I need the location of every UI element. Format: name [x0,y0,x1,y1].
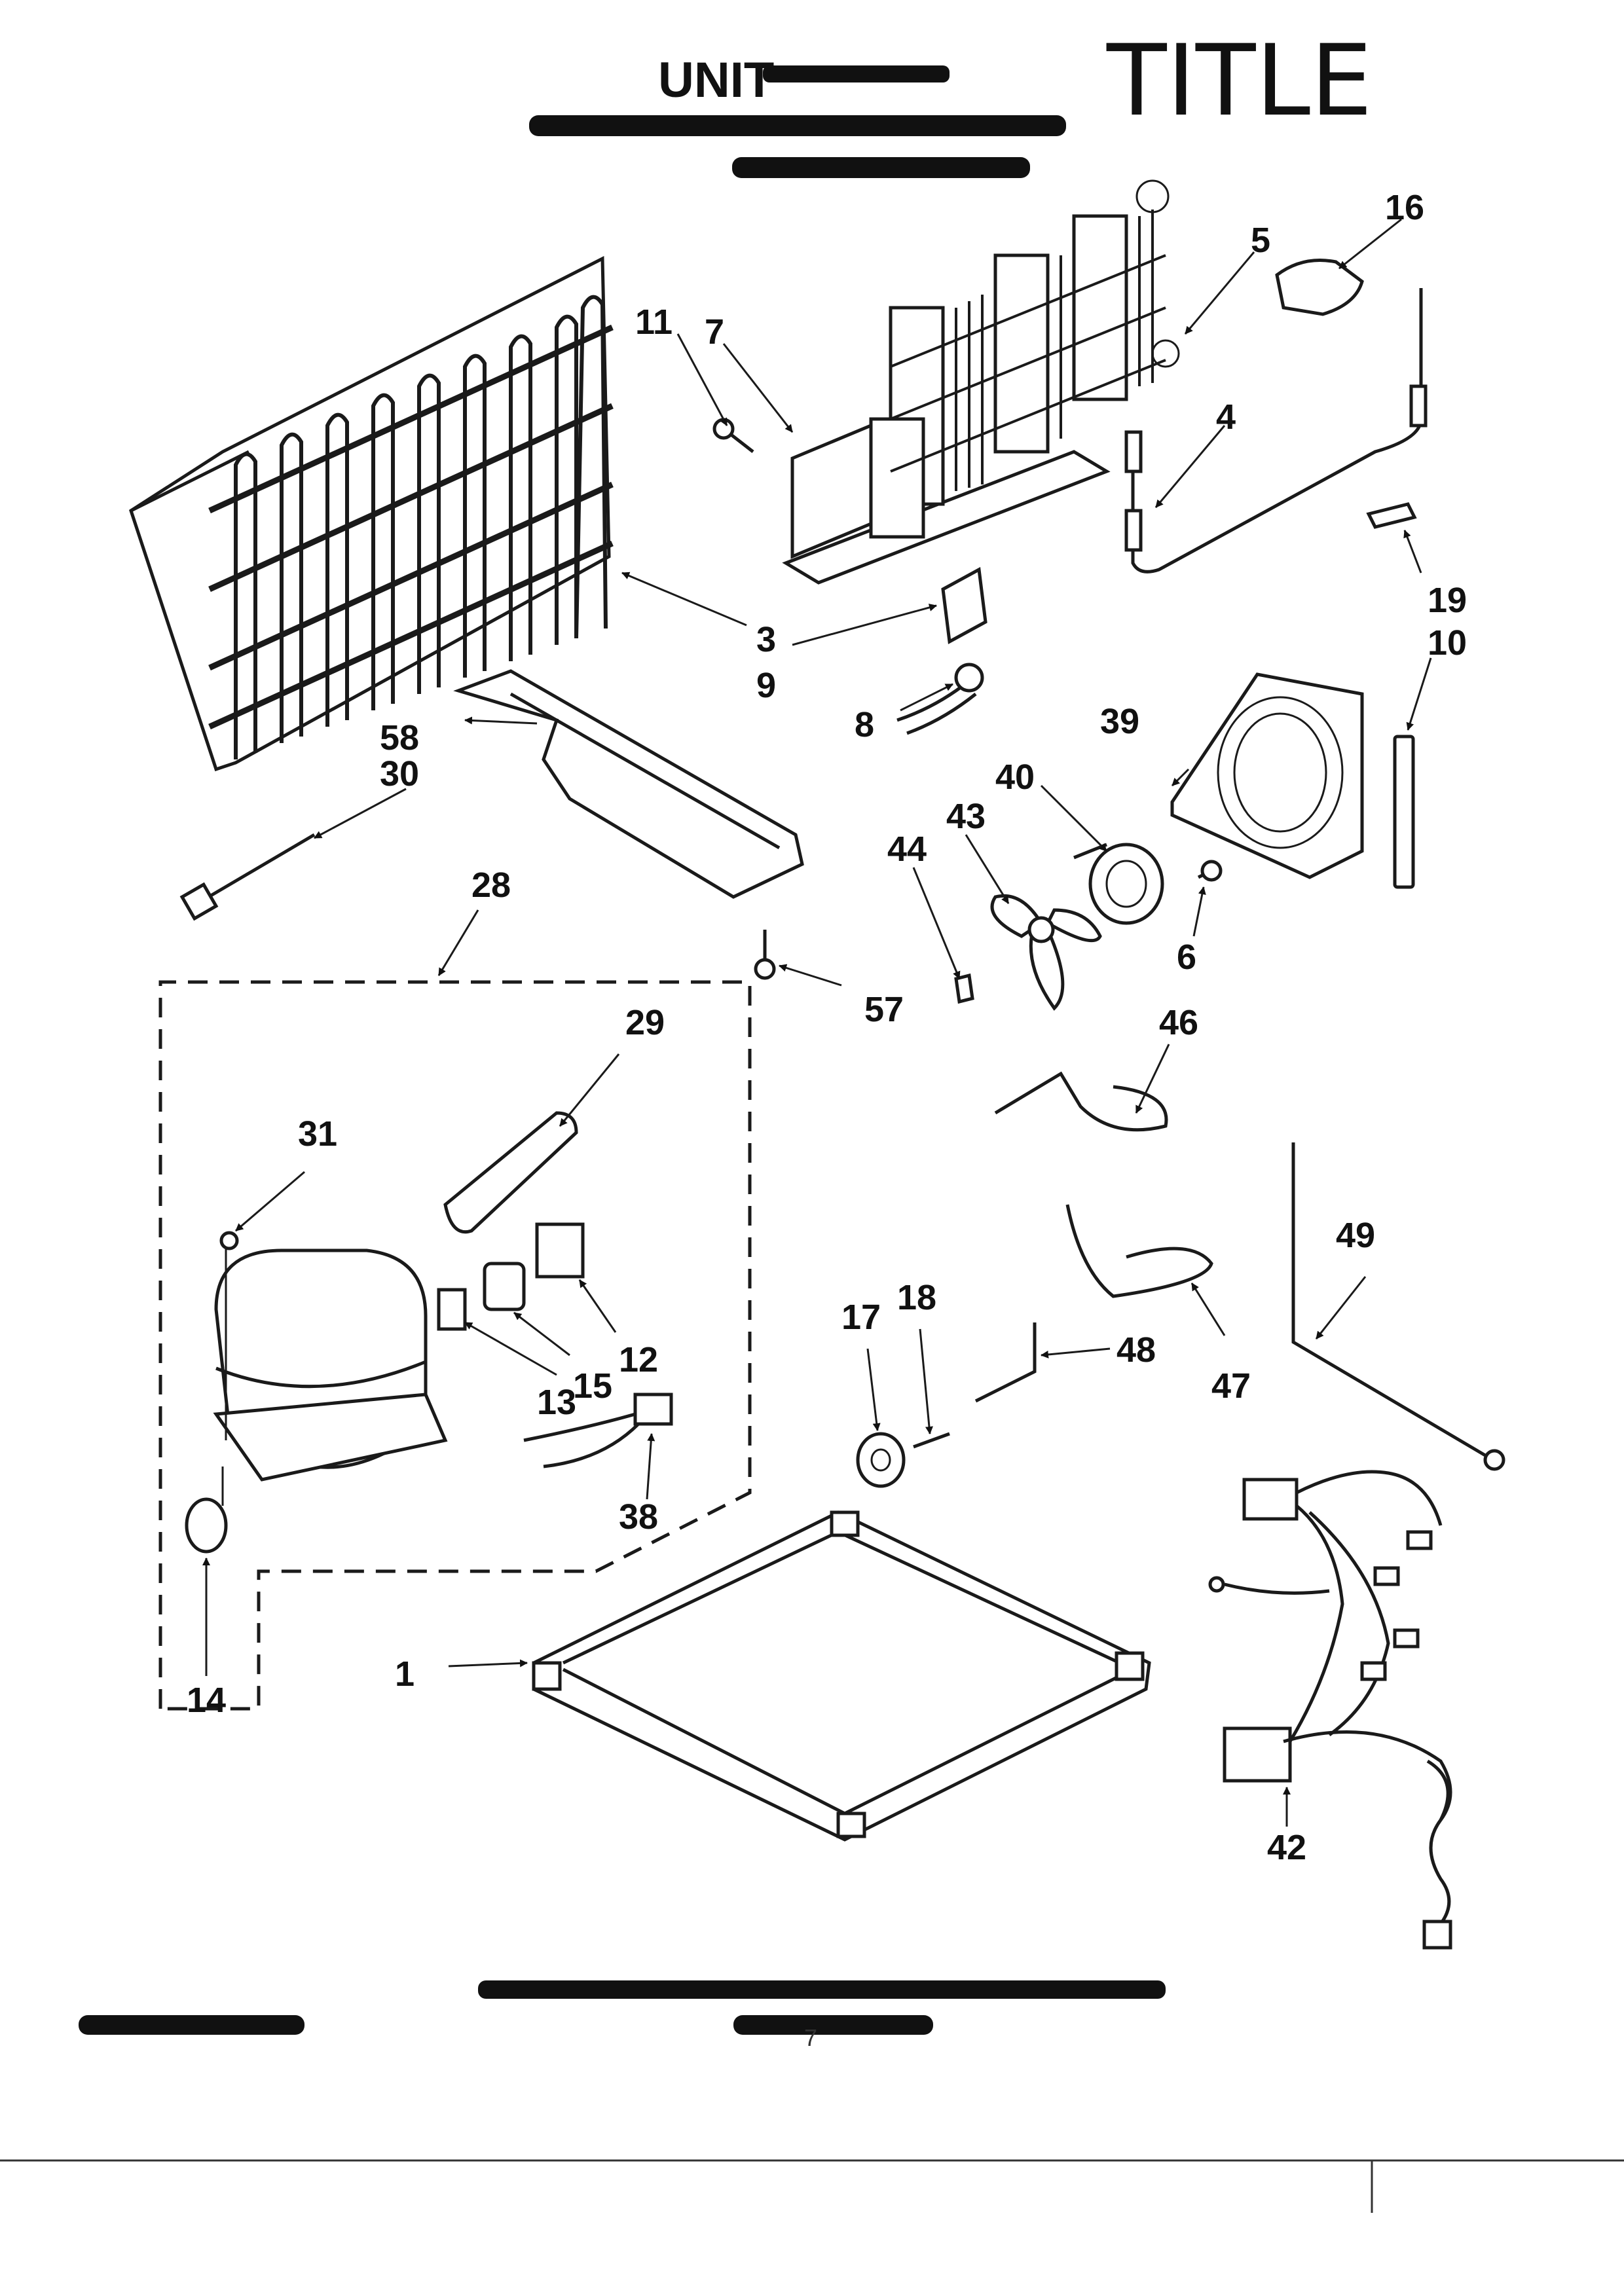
tube-48 [974,1322,1037,1403]
part-label-43: 43 [946,797,986,836]
bracket-9 [941,567,987,644]
drier-29 [443,1111,578,1233]
part-label-19: 19 [1428,581,1467,620]
part-label-40: 40 [995,757,1035,797]
tube-47 [1065,1204,1213,1298]
page-mark: 7 [804,2024,817,2051]
part-label-14: 14 [187,1681,226,1720]
thermostat-8 [896,663,984,735]
evaporator-assembly [782,179,1180,585]
part-label-39: 39 [1100,702,1139,741]
redacted-model-numbers [529,115,1066,178]
part-label-11: 11 [635,302,673,342]
part-label-47: 47 [1211,1366,1251,1406]
part-label-46: 46 [1159,1003,1198,1042]
part-label-29: 29 [625,1003,665,1042]
part-label-4: 4 [1216,397,1236,437]
cable-tie-30 [179,833,316,921]
overload-wire-38 [523,1393,673,1468]
part-label-12: 12 [619,1340,658,1379]
part-labels: 1 3 4 5 6 7 8 9 10 11 12 13 14 15 16 17 … [187,188,1467,1867]
part-label-38: 38 [619,1497,658,1537]
grommet-14 [185,1497,228,1554]
screw-57 [754,930,776,980]
fan-blade-43 [990,894,1102,1011]
part-label-58: 58 [380,718,419,757]
part-label-8: 8 [855,705,874,744]
drain-trough [453,669,804,899]
part-label-31: 31 [298,1114,337,1154]
part-label-48: 48 [1116,1330,1156,1370]
part-label-30: 30 [380,754,419,793]
condenser-coil [129,255,614,772]
base-tray-1 [532,1510,1151,1842]
page-title: UNIT [658,52,774,108]
part-label-5: 5 [1251,221,1270,260]
part-label-6: 6 [1177,938,1196,977]
part-label-44: 44 [887,829,927,869]
part-label-15: 15 [573,1366,612,1406]
thermistor-lead-4 [1124,288,1428,574]
gasket-10 [1393,735,1415,889]
part-label-42: 42 [1267,1828,1306,1867]
relay-13-15-12 [437,1222,585,1331]
fan-motor-40 [1073,843,1164,925]
handwritten-title: TITLE [1106,24,1373,138]
clip-19 [1366,502,1417,529]
part-label-1: 1 [395,1654,415,1694]
part-label-28: 28 [471,866,511,905]
wiring-harness-42 [1208,1470,1452,1950]
tube-49 [1291,1142,1505,1471]
defrost-heater-clip-16 [1275,259,1364,316]
part-label-18: 18 [897,1278,936,1317]
mounting-screw-11 [712,418,754,453]
fan-shroud-39 [1170,672,1364,879]
part-label-9: 9 [756,666,776,705]
scan-edge-lines [0,2159,1624,2213]
part-label-16: 16 [1385,188,1424,227]
redacted-footer-text [79,1980,1166,2035]
screw-6 [1197,860,1223,882]
tube-46 [994,1071,1168,1132]
clip-44 [954,973,974,1004]
part-label-13: 13 [537,1383,576,1422]
part-label-3: 3 [756,620,776,659]
part-label-7: 7 [705,312,724,352]
compressor [213,1231,448,1506]
part-label-49: 49 [1336,1216,1375,1255]
redacted-title-strikethrough [763,65,950,82]
part-label-10: 10 [1428,623,1467,663]
part-label-57: 57 [864,990,904,1029]
compressor-assembly-box-28 [158,980,752,1711]
screw-18 [913,1432,950,1449]
part-label-17: 17 [841,1298,881,1337]
roller-17 [856,1432,906,1488]
leader-lines [202,218,1432,1827]
